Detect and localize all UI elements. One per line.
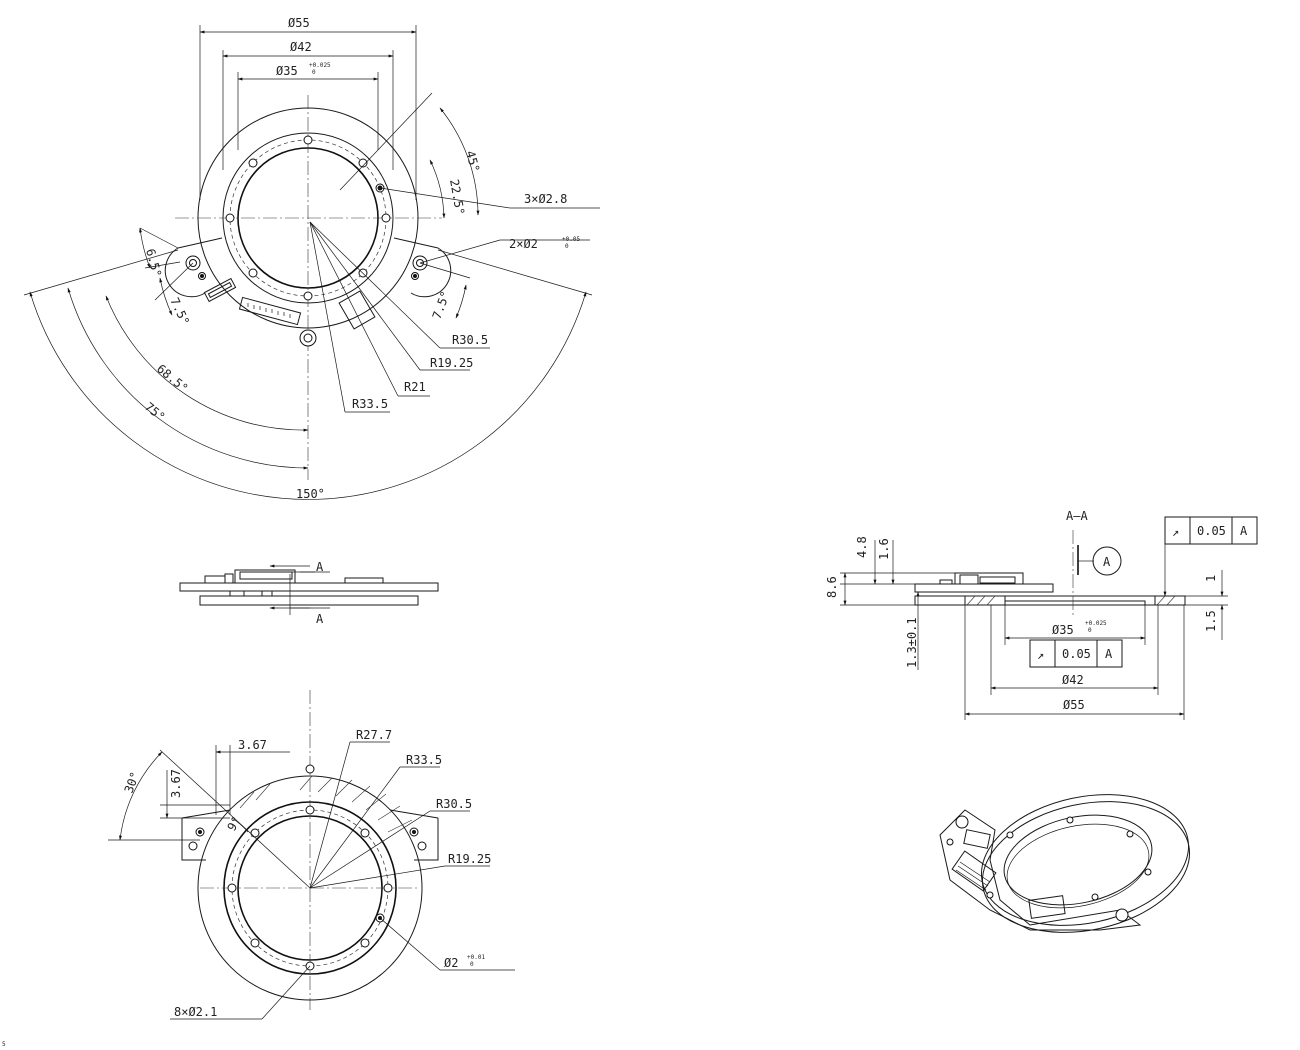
dim-r21: R21 (404, 380, 426, 394)
svg-text:0.05: 0.05 (1062, 647, 1091, 661)
dim-a68-5: 68.5° (154, 362, 191, 396)
component-pad (338, 290, 376, 330)
svg-text:+0.025: +0.025 (1085, 620, 1107, 627)
dim-h8-6: 8.6 (825, 576, 839, 598)
gdt-frame-top: ↗ 0.05 A (1163, 516, 1258, 597)
connector-left (203, 277, 237, 303)
top-view: Ø55 Ø42 Ø35 +0.025 0 45° 22.5° 3×Ø2.8 2×… (23, 16, 600, 501)
svg-text:+0.05: +0.05 (562, 236, 580, 243)
dim-a150: 150° (296, 487, 325, 501)
dim-r19-25: R19.25 (430, 356, 473, 370)
svg-text:+0.025: +0.025 (309, 62, 331, 69)
right-tab-arc (410, 247, 452, 298)
svg-text:A: A (1105, 647, 1113, 661)
dim-a9: 9° (224, 814, 243, 834)
dim-h1: 1 (1204, 575, 1218, 582)
side-board (179, 582, 439, 592)
dim-s-d55: Ø55 (1063, 698, 1085, 712)
svg-text:+0.01: +0.01 (467, 954, 485, 961)
gdt-frame-mid: ↗ 0.05 A (1029, 639, 1123, 668)
dim-a75: 75° (142, 400, 168, 425)
corner-mark: 5 (2, 1041, 6, 1048)
svg-text:↗: ↗ (1037, 648, 1044, 662)
left-tab-edge (177, 237, 223, 249)
dim-h4-8: 4.8 (855, 536, 869, 558)
dim-3-67-h: 3.67 (238, 738, 267, 752)
dim-h1-3: 1.3±0.1 (905, 617, 919, 668)
dim-h1-6: 1.6 (877, 538, 891, 560)
svg-text:A: A (1240, 524, 1248, 538)
svg-text:0.05: 0.05 (1197, 524, 1226, 538)
section-title: A–A (1066, 509, 1088, 523)
dim-a6-5: 6.5° (143, 247, 164, 279)
section-mark-top: A (316, 560, 324, 574)
datum-a-circle (1092, 546, 1122, 576)
dim-a22-5: 22.5° (447, 178, 467, 216)
left-tab-arc (164, 247, 206, 298)
dim-r19-25-b: R19.25 (448, 852, 491, 866)
dim-d35: Ø35 (276, 64, 298, 78)
dim-r30-5: R30.5 (452, 333, 488, 347)
dim-r30-5-b: R30.5 (436, 797, 472, 811)
dim-r33-5-b: R33.5 (406, 753, 442, 767)
side-ring (199, 595, 419, 606)
isometric-view (939, 794, 1191, 933)
side-view: A A (179, 560, 439, 626)
dim-s-d35: Ø35 (1052, 623, 1074, 637)
dim-r33-5: R33.5 (352, 397, 388, 411)
dim-r27-7: R27.7 (356, 728, 392, 742)
note-2x-d2: 2×Ø2 (509, 237, 538, 251)
dim-d55: Ø55 (288, 16, 310, 30)
svg-text:↗: ↗ (1172, 525, 1179, 539)
dim-d42: Ø42 (290, 40, 312, 54)
dim-s-d42: Ø42 (1062, 673, 1084, 687)
hatched-region (239, 775, 413, 833)
section-mark-bottom: A (316, 612, 324, 626)
note-3x-d2-8: 3×Ø2.8 (524, 192, 567, 206)
dim-h1-5: 1.5 (1204, 610, 1218, 632)
svg-text:0: 0 (1088, 627, 1092, 634)
datum-a-label: A (1103, 555, 1111, 569)
svg-text:0: 0 (470, 961, 474, 968)
dim-d2: Ø2 (444, 956, 458, 970)
dim-a7-5-right: 7.5° (430, 289, 453, 321)
section-board (914, 583, 1054, 593)
dim-a7-5-left: 7.5° (167, 295, 192, 327)
note-8x-d2-1: 8×Ø2.1 (174, 1005, 217, 1019)
section-view-a-a: A–A A ↗ 0.05 A (825, 509, 1258, 720)
right-tab-edge (393, 237, 439, 249)
dim-a45: 45° (463, 149, 482, 174)
dim-3-67-v: 3.67 (169, 769, 183, 798)
dim-a30: 30° (122, 770, 143, 795)
bottom-view: 3.67 3.67 30° 9° R27.7 R33.5 R30.5 R19.2… (108, 690, 515, 1020)
svg-text:0: 0 (565, 243, 569, 250)
svg-text:0: 0 (312, 69, 316, 76)
